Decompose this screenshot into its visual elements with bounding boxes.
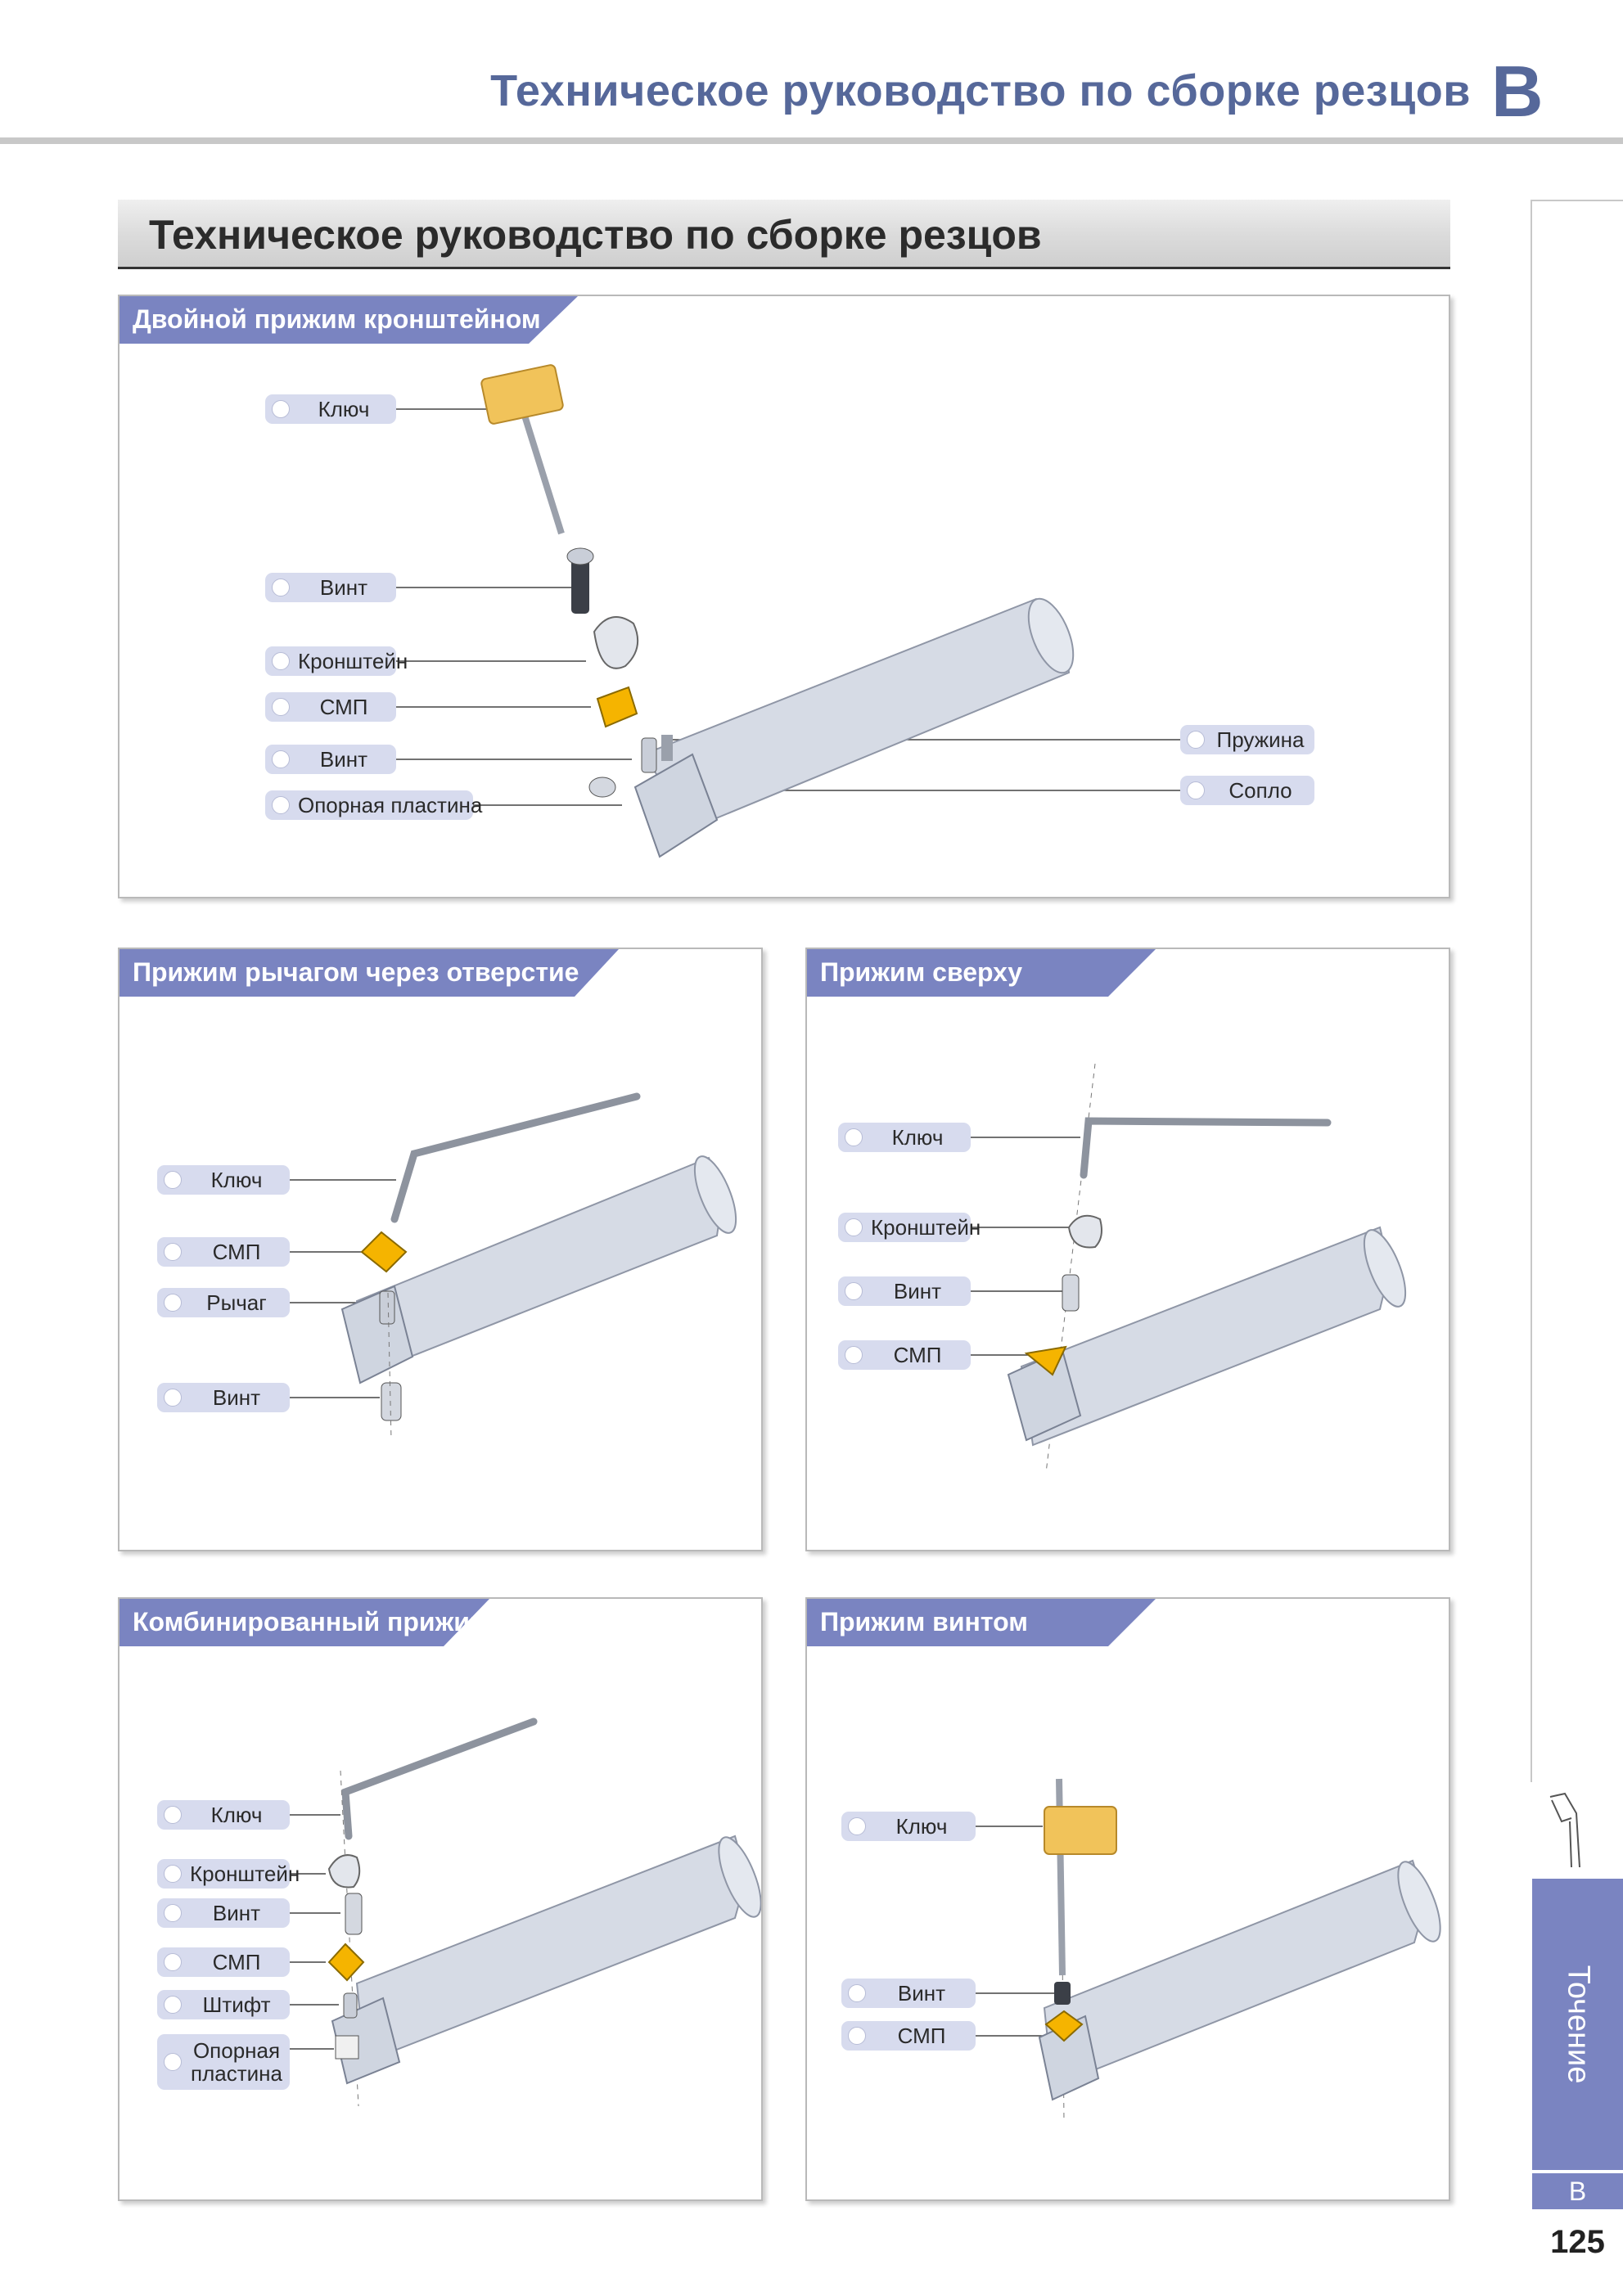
bullet-icon — [164, 1996, 182, 2014]
label-screw: Винт — [157, 1898, 290, 1928]
bullet-icon — [164, 2053, 182, 2071]
sidebar-tab-label: Точение — [1561, 1965, 1595, 2084]
bullet-icon — [164, 1294, 182, 1312]
label-screw-2: Винт — [265, 745, 396, 774]
sidebar-letter: B — [1532, 2173, 1623, 2209]
chapter-letter: B — [1491, 51, 1544, 132]
section-title-bar: Техническое руководство по сборке резцов — [118, 200, 1450, 269]
sidebar-frame — [1531, 200, 1623, 1782]
label-shim: Опорная пластина — [157, 2034, 290, 2090]
bullet-icon — [1187, 731, 1205, 749]
bullet-icon — [164, 1904, 182, 1922]
top-clamp-illustration — [807, 949, 1407, 1474]
label-key: Ключ — [157, 1800, 290, 1830]
bullet-icon — [164, 1806, 182, 1824]
label-key: Ключ — [838, 1123, 971, 1152]
label-insert: СМП — [838, 1340, 971, 1370]
lever-clamp-illustration — [119, 949, 737, 1441]
bullet-icon — [164, 1953, 182, 1971]
bullet-icon — [164, 1243, 182, 1261]
panel-combined-clamp: Ключ Кронштейн Винт СМП Штифт Опорная пл… — [118, 1597, 763, 2201]
label-insert: СМП — [265, 692, 396, 722]
label-screw: Винт — [265, 573, 396, 602]
double-clamp-illustration — [119, 296, 1180, 858]
label-insert: СМП — [841, 2021, 976, 2051]
bullet-icon — [845, 1218, 863, 1236]
bullet-icon — [1187, 781, 1205, 799]
bullet-icon — [848, 2027, 866, 2045]
panel-title-screw: Прижим винтом — [820, 1607, 1028, 1636]
header-divider — [0, 137, 1623, 144]
panel-title-top: Прижим сверху — [820, 957, 1023, 987]
combined-clamp-illustration — [119, 1599, 761, 2107]
label-insert: СМП — [157, 1237, 290, 1267]
sidebar-tab-turning[interactable]: Точение — [1532, 1879, 1623, 2170]
label-insert: СМП — [157, 1947, 290, 1977]
panel-top-clamp: Ключ Кронштейн Винт СМП Прижим сверху — [805, 948, 1450, 1551]
label-bracket: Кронштейн — [838, 1213, 981, 1242]
label-key: Ключ — [841, 1812, 976, 1841]
bullet-icon — [845, 1346, 863, 1364]
bullet-icon — [164, 1389, 182, 1407]
panel-lever-clamp: Ключ СМП Рычаг Винт Прижим рычагом через… — [118, 948, 763, 1551]
panel-double-clamp: Ключ Винт Кронштейн СМП Винт Опорная пла… — [118, 295, 1450, 898]
panel-title-lever: Прижим рычагом через отверстие — [133, 957, 579, 987]
label-nozzle: Сопло — [1180, 776, 1314, 805]
bullet-icon — [845, 1282, 863, 1300]
page-header-title: Техническое руководство по сборке резцов — [490, 66, 1471, 115]
label-screw: Винт — [157, 1383, 290, 1412]
label-key: Ключ — [265, 394, 396, 424]
bullet-icon — [272, 400, 290, 418]
label-screw: Винт — [838, 1276, 971, 1306]
label-shim: Опорная пластина — [265, 790, 482, 820]
bullet-icon — [164, 1865, 182, 1883]
section-title: Техническое руководство по сборке резцов — [149, 212, 1042, 258]
label-lever: Рычаг — [157, 1288, 290, 1317]
bullet-icon — [272, 698, 290, 716]
bullet-icon — [164, 1171, 182, 1189]
screw-clamp-illustration — [807, 1599, 1441, 2123]
panel-title-combo: Комбинированный прижим — [133, 1607, 489, 1636]
label-screw: Винт — [841, 1979, 976, 2008]
label-bracket: Кронштейн — [157, 1859, 300, 1889]
label-key: Ключ — [157, 1165, 290, 1195]
label-pin: Штифт — [157, 1990, 290, 2019]
label-spring: Пружина — [1180, 725, 1314, 754]
bullet-icon — [845, 1128, 863, 1146]
page-number: 125 — [1550, 2224, 1605, 2260]
turning-tool-icon — [1549, 1792, 1580, 1868]
bullet-icon — [848, 1817, 866, 1835]
panel-screw-clamp: Ключ Винт СМП Прижим винтом — [805, 1597, 1450, 2201]
bullet-icon — [272, 796, 290, 814]
panel-title-double: Двойной прижим кронштейном — [133, 304, 541, 334]
bullet-icon — [272, 750, 290, 768]
bullet-icon — [272, 652, 290, 670]
bullet-icon — [272, 579, 290, 597]
bullet-icon — [848, 1984, 866, 2002]
label-bracket: Кронштейн — [265, 646, 408, 676]
